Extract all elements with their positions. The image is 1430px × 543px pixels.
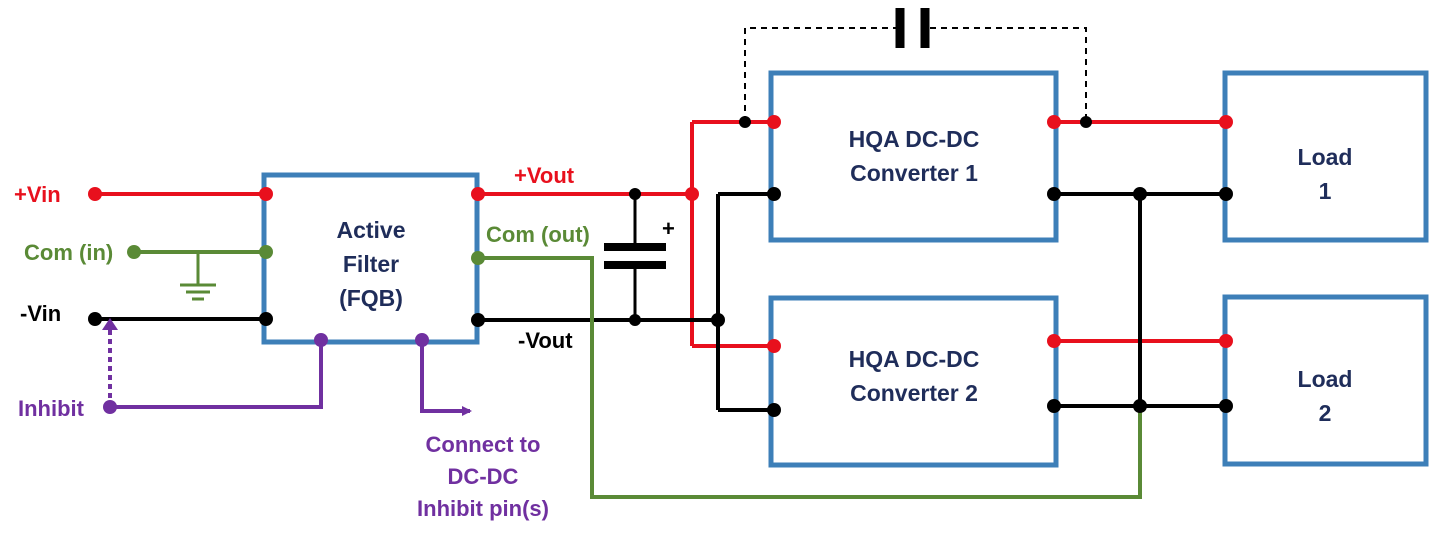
output-capacitor <box>604 194 666 320</box>
filter-label-line2: Filter <box>343 251 399 277</box>
filter-label-line3: (FQB) <box>339 285 403 311</box>
load-2-label-line1: Load <box>1298 366 1353 392</box>
dashed-coupling-line <box>744 8 1087 122</box>
load-1-label-line1: Load <box>1298 144 1353 170</box>
filter-label-line1: Active <box>336 217 405 243</box>
vout-neg-label: -Vout <box>518 328 573 353</box>
converter-1-label-line2: Converter 1 <box>850 160 978 186</box>
converter-1-label-line1: HQA DC-DC <box>849 126 980 152</box>
junction-dots <box>88 115 1233 417</box>
capacitor-plus-label: + <box>662 216 675 241</box>
com-in-label: Com (in) <box>24 240 113 265</box>
inhibit-label: Inhibit <box>18 396 85 421</box>
com-out-wire <box>478 256 1142 499</box>
converter-2-label-line2: Converter 2 <box>850 380 978 406</box>
com-out-label: Com (out) <box>486 222 590 247</box>
load-2-label-line2: 2 <box>1319 400 1332 426</box>
vin-neg-label: -Vin <box>20 301 61 326</box>
converter-1-block <box>768 70 1059 243</box>
converter-2-label-line1: HQA DC-DC <box>849 346 980 372</box>
connect-label-line1: Connect to <box>426 432 541 457</box>
connect-label-line3: Inhibit pin(s) <box>417 496 549 521</box>
vout-pos-label: +Vout <box>514 163 575 188</box>
vin-pos-label: +Vin <box>14 182 61 207</box>
connect-label-line2: DC-DC <box>448 464 519 489</box>
com-in-wire <box>134 250 265 301</box>
load-2-block <box>1222 294 1429 467</box>
load-1-block <box>1222 70 1429 243</box>
converter-2-block <box>768 295 1059 468</box>
inhibit-wires <box>102 318 472 416</box>
load-1-label-line2: 1 <box>1319 178 1332 204</box>
